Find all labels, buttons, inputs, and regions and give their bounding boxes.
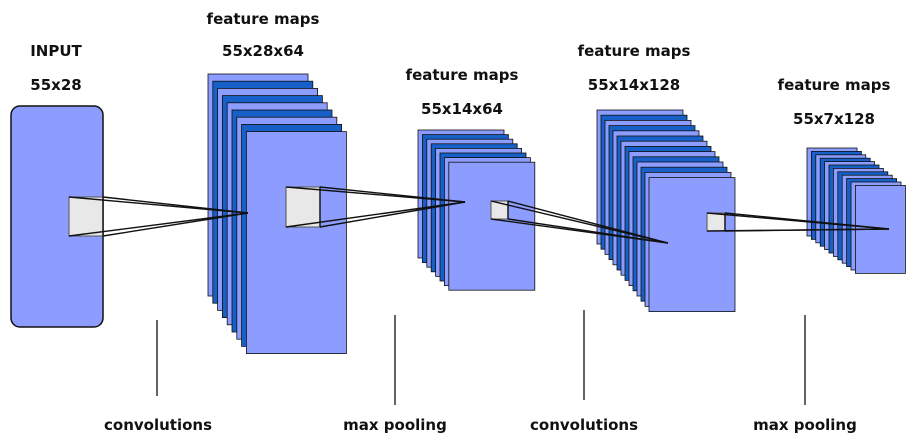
layer1-size: 55x28x64: [222, 42, 304, 60]
input-size: 55x28: [30, 76, 82, 94]
conn1-line-2: [102, 196, 249, 214]
layer3-map-14: [648, 177, 736, 313]
layer4-title: feature maps: [777, 76, 891, 94]
input-title: INPUT: [30, 42, 82, 60]
layer2-map-8: [448, 161, 536, 291]
layer2-size: 55x14x64: [421, 100, 503, 118]
layer1-title: feature maps: [206, 10, 320, 28]
layer3-title: feature maps: [577, 42, 691, 60]
conn4-line-2: [724, 212, 890, 230]
operation-label-3: convolutions: [529, 416, 639, 434]
conn2-line-3: [285, 201, 466, 228]
operation-label-4: max pooling: [753, 416, 857, 434]
layer4-size: 55x7x128: [793, 110, 875, 128]
layer1-patch: [285, 186, 321, 228]
layer3-patch: [706, 212, 726, 232]
conn4-line-4: [724, 228, 890, 232]
operation-label-1: convolutions: [103, 416, 213, 434]
conn2-line-2: [319, 186, 466, 203]
conn1-line-4: [102, 212, 249, 237]
conn1-line-3: [68, 212, 249, 237]
input-patch: [68, 196, 104, 237]
conn2-line-4: [319, 201, 466, 228]
conn3-line-2: [507, 200, 669, 244]
operation-label-2: max pooling: [343, 416, 447, 434]
layer1-map-9: [245, 131, 347, 355]
layer3-size: 55x14x128: [587, 76, 681, 94]
conn3-line-1: [490, 200, 669, 244]
layer2-title: feature maps: [405, 66, 519, 84]
conn3-line-4: [507, 218, 669, 244]
